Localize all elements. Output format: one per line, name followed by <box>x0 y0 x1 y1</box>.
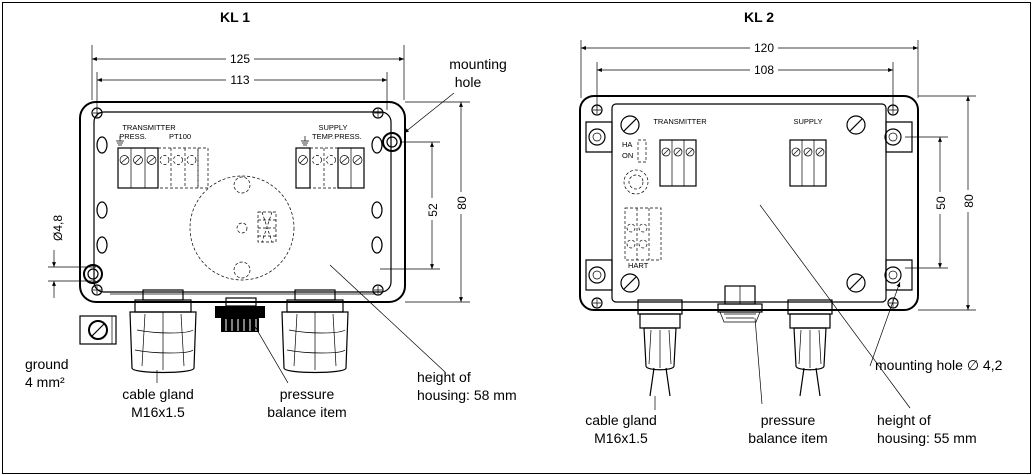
kl2-term-on: ON <box>622 151 633 160</box>
kl1-housing-outer <box>79 101 406 303</box>
kl1-label-supply: SUPPLY <box>318 123 347 132</box>
kl2-label-pressure-1: pressure <box>761 412 816 428</box>
kl2-label-cable-gland-1: cable gland <box>585 412 657 428</box>
kl2-label-supply: SUPPLY <box>793 117 822 126</box>
kl2-dim-height-holes-text: 50 <box>934 196 948 210</box>
kl1-cable-gland-right <box>281 289 349 374</box>
kl2-pressure-balance-item <box>717 285 763 323</box>
kl2-corner-screws <box>591 104 899 309</box>
kl1-dim-height-outer-text: 80 <box>455 196 469 210</box>
kl1-corner-screws <box>91 107 384 296</box>
kl2-cable-gland-right <box>787 299 833 397</box>
kl2-terminal-block-transmitter <box>623 139 697 195</box>
kl1-label-pressure-2: balance item <box>267 404 346 420</box>
kl1-label-cable-gland-1: cable gland <box>122 386 194 402</box>
kl2-drawing: KL 2 120 108 <box>579 9 1003 446</box>
kl1-drawing: KL 1 125 113 <box>25 9 517 420</box>
kl2-dim-width-outer: 120 <box>580 40 919 98</box>
kl1-cable-gland-left <box>129 289 197 374</box>
kl1-term-press-left: PRESS. <box>119 132 147 141</box>
kl2-dim-width-holes-text: 108 <box>754 63 774 77</box>
kl1-side-screws <box>96 136 383 254</box>
kl2-dim-height-outer: 80 <box>918 95 976 311</box>
kl2-dim-height-holes: 50 <box>905 136 948 269</box>
kl2-housing-outer <box>579 95 919 311</box>
kl1-dim-width-outer-text: 125 <box>230 52 250 66</box>
kl2-dim-height-outer-text: 80 <box>962 194 976 208</box>
kl1-label-ground-1: ground <box>25 356 69 372</box>
kl1-dim-height-holes-text: 52 <box>426 203 440 217</box>
kl1-term-press-right: PRESS. <box>334 132 362 141</box>
kl2-cable-gland-left <box>637 299 683 397</box>
kl2-terminal-block-supply <box>789 139 827 187</box>
kl1-dim-width-holes: 113 <box>96 72 388 110</box>
kl1-label-transmitter: TRANSMITTER <box>122 123 176 132</box>
kl2-term-hart: HART <box>628 261 649 270</box>
kl1-housing-inner <box>93 111 392 293</box>
kl2-term-ha: HA <box>622 140 632 149</box>
kl2-terminal-hart <box>624 207 662 261</box>
kl2-title: KL 2 <box>744 9 774 25</box>
kl1-label-mounting-hole-2: hole <box>455 74 482 90</box>
kl1-display-outline <box>189 175 295 281</box>
kl2-label-mounting-hole: mounting hole ∅ 4,2 <box>875 357 1003 373</box>
kl1-mounting-hole-left <box>83 264 103 284</box>
kl2-corner-recesses <box>585 121 913 291</box>
kl1-pressure-balance-item <box>215 297 265 332</box>
kl1-mounting-hole-right <box>382 132 402 152</box>
kl1-terminal-block-right <box>295 147 365 189</box>
kl1-label-pressure-1: pressure <box>280 386 335 402</box>
kl2-label-height-1: height of <box>877 412 931 428</box>
kl1-term-pt100: PT100 <box>169 132 191 141</box>
kl2-dim-width-holes: 108 <box>596 62 894 108</box>
kl1-label-mounting-hole-1: mounting <box>449 56 507 72</box>
kl1-dim-height-holes: 52 <box>380 141 440 270</box>
kl1-terminal-block-left <box>117 147 209 189</box>
kl2-label-pressure-2: balance item <box>748 430 827 446</box>
kl1-dim-hole-dia: Ø4,8 <box>48 215 96 298</box>
kl1-term-temp: TEMP. <box>312 132 334 141</box>
kl1-dim-hole-dia-text: Ø4,8 <box>51 215 65 241</box>
kl1-dim-width-outer: 125 <box>91 45 405 100</box>
kl2-label-cable-gland-2: M16x1.5 <box>594 430 648 446</box>
kl2-label-height-2: housing: 55 mm <box>877 430 977 446</box>
kl2-housing-inner <box>611 103 887 303</box>
kl2-label-transmitter: TRANSMITTER <box>653 117 707 126</box>
kl1-label-ground-2: 4 mm² <box>25 374 65 390</box>
kl1-label-cable-gland-2: M16x1.5 <box>131 404 185 420</box>
kl2-mounting-holes <box>588 128 902 284</box>
kl1-label-height-2: housing: 58 mm <box>417 387 517 403</box>
kl1-dim-width-holes-text: 113 <box>230 73 249 87</box>
kl2-lid-screws <box>620 115 866 293</box>
kl2-dim-width-outer-text: 120 <box>754 41 774 55</box>
kl1-label-height-1: height of <box>417 369 471 385</box>
kl1-ground-terminal <box>79 315 117 345</box>
kl1-title: KL 1 <box>220 9 250 25</box>
kl1-dim-height-outer: 80 <box>405 101 470 303</box>
